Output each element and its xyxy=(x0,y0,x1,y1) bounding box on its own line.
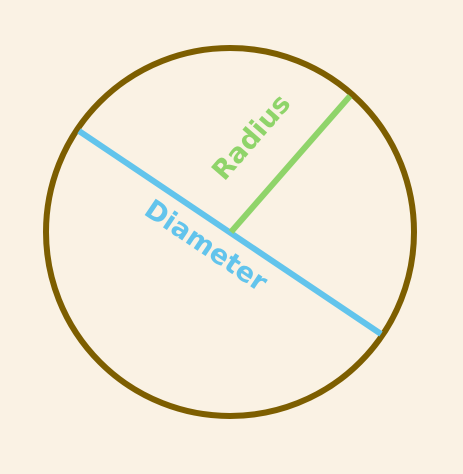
radius-line xyxy=(228,94,353,234)
circle-outline xyxy=(43,45,417,419)
diameter-line xyxy=(77,128,383,337)
